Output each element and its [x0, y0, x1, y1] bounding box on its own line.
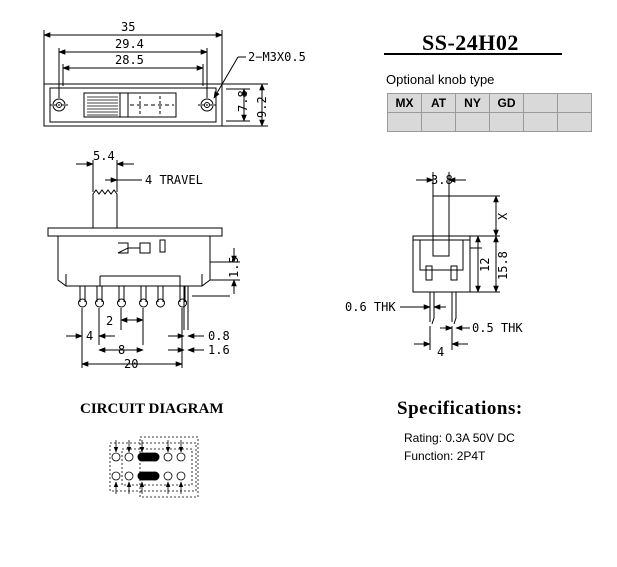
- dim-0-8: 0.8: [208, 329, 230, 343]
- side-view: [47, 160, 240, 368]
- hole-note: 2−M3X0.5: [248, 50, 306, 64]
- circuit-diagram-title: CIRCUIT DIAGRAM: [80, 401, 224, 417]
- dim-35: 35: [121, 20, 135, 34]
- dim-15-8: 15.8: [496, 251, 510, 280]
- knob-blank-row: [387, 112, 592, 132]
- dim-2: 2: [106, 314, 113, 328]
- end-dim-4: 4: [437, 345, 444, 359]
- thk-right: 0.5 THK: [472, 321, 523, 335]
- knob-cell: [387, 112, 422, 132]
- title-underline: [384, 53, 562, 55]
- dim-4: 4: [86, 329, 93, 343]
- knob-cell: [523, 112, 558, 132]
- dim-9-2: 9.2: [255, 96, 269, 118]
- top-view: [43, 30, 268, 127]
- knob-gd: GD: [489, 93, 524, 113]
- dim-12: 12: [478, 258, 492, 272]
- part-number: SS-24H02: [422, 30, 519, 55]
- dim-29-4: 29.4: [115, 37, 144, 51]
- knob-empty-1: [523, 93, 558, 113]
- knob-empty-2: [557, 93, 592, 113]
- thk-left: 0.6 THK: [345, 300, 396, 314]
- dim-travel: 4 TRAVEL: [145, 173, 203, 187]
- knob-ny: NY: [455, 93, 490, 113]
- knob-cell: [455, 112, 490, 132]
- circuit-diagram: [109, 436, 199, 498]
- dim-x: X: [496, 212, 510, 220]
- specifications-title: Specifications:: [397, 398, 523, 419]
- dim-1-5: 1.5: [227, 256, 241, 278]
- dim-5-4: 5.4: [93, 149, 115, 163]
- knob-cell: [557, 112, 592, 132]
- knob-type-row: MX AT NY GD: [387, 93, 592, 113]
- spec-function: Function: 2P4T: [404, 449, 486, 463]
- knob-cell: [489, 112, 524, 132]
- knob-at: AT: [421, 93, 456, 113]
- knob-mx: MX: [387, 93, 422, 113]
- knob-cell: [421, 112, 456, 132]
- dim-28-5: 28.5: [115, 53, 144, 67]
- spec-rating: Rating: 0.3A 50V DC: [404, 431, 515, 445]
- dim-3-8: 3.8: [431, 173, 453, 187]
- dim-8: 8: [118, 343, 125, 357]
- dim-1-6: 1.6: [208, 343, 230, 357]
- dim-7-8: 7.8: [236, 90, 250, 112]
- end-view: [400, 172, 500, 350]
- knob-type-table: MX AT NY GD: [387, 93, 592, 132]
- knob-type-label: Optional knob type: [386, 72, 495, 87]
- dim-20: 20: [124, 357, 138, 371]
